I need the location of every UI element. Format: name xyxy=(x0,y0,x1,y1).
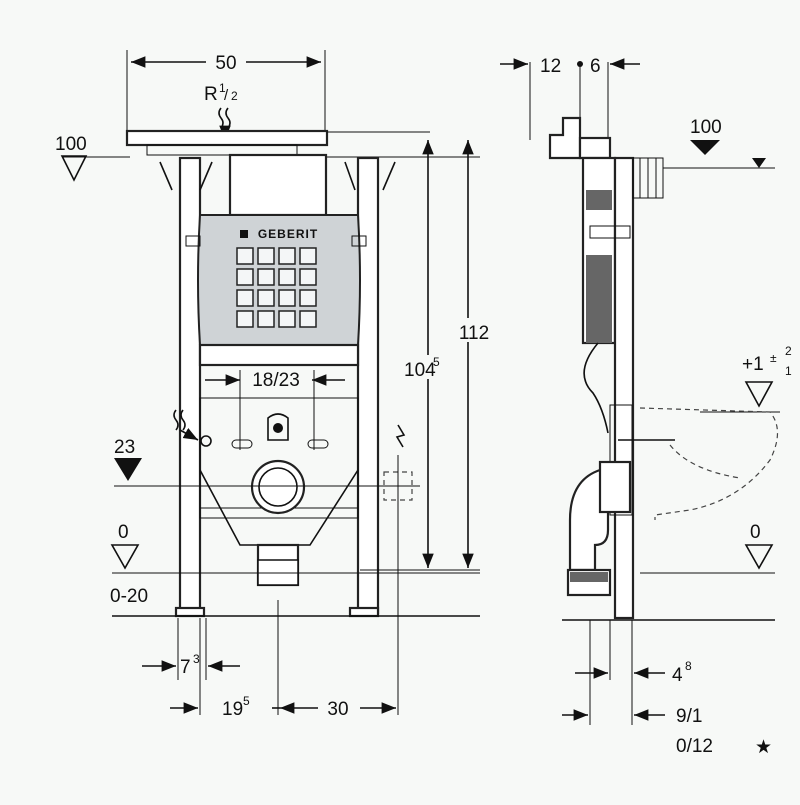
flush-grid-cell xyxy=(278,268,296,286)
total-height-label: 112 xyxy=(459,323,489,344)
depth-a-label: 12 xyxy=(540,56,561,77)
tolerance-label: +1 xyxy=(742,354,764,375)
flush-grid-cell xyxy=(299,247,317,265)
flush-grid-cell xyxy=(299,289,317,307)
flush-grid-cell xyxy=(278,247,296,265)
wall-b-label: 9/1 xyxy=(676,706,702,727)
depth-dimension: 12 6 xyxy=(500,56,640,140)
brand-logo: GEBERIT xyxy=(258,227,318,241)
bottom-dimensions: 7 3 19 5 30 xyxy=(142,600,396,720)
side-floor-label: 0 xyxy=(750,522,761,543)
connection-label: R xyxy=(204,84,218,105)
front-level-top: 100 xyxy=(55,134,480,182)
svg-text:/: / xyxy=(224,87,229,104)
top-bracket xyxy=(125,129,329,147)
flush-grid-cell xyxy=(257,268,275,286)
flush-grid-cell xyxy=(299,268,317,286)
side-level-tolerance: +1 ± 2 1 xyxy=(700,344,792,413)
side-view: 12 6 100 xyxy=(500,56,792,758)
width-label: 50 xyxy=(215,53,236,74)
frame-height-label: 104 xyxy=(404,360,436,381)
flush-grid-cell xyxy=(236,268,254,286)
flush-grid-cell xyxy=(236,289,254,307)
cistern-top xyxy=(228,153,328,217)
side-top-fitting xyxy=(548,116,612,160)
tolerance-plus: 2 xyxy=(785,344,792,358)
front-level-top-label: 100 xyxy=(55,134,87,155)
waste-pipe xyxy=(250,459,306,587)
axis-offset-label: 19 xyxy=(222,699,243,720)
flush-grid-cell xyxy=(257,310,275,328)
width-dimension: 50 xyxy=(126,48,326,135)
flush-grid-cell xyxy=(236,247,254,265)
connection-frac-num: 1 xyxy=(219,81,226,95)
front-level-supply: 23 xyxy=(114,437,420,487)
depth-b-label: 6 xyxy=(590,56,601,77)
tolerance-minus: 1 xyxy=(785,364,792,378)
flush-grid-cell xyxy=(278,289,296,307)
front-view: 50 R 1 / 2 100 xyxy=(55,48,496,720)
wc-bowl-outline xyxy=(609,404,779,520)
flush-button-grid xyxy=(236,247,317,328)
connection-frac-den: 2 xyxy=(231,89,238,103)
svg-text:±: ± xyxy=(770,351,777,365)
water-inlet-icon xyxy=(173,409,212,447)
flush-grid-cell xyxy=(236,310,254,328)
front-level-floor: 0 0-20 xyxy=(110,522,480,617)
frame-height-sup: 5 xyxy=(433,355,440,369)
lightning-icon xyxy=(395,424,406,448)
axis-offset-sup: 5 xyxy=(243,694,250,708)
wall-c-label: 0/12 xyxy=(676,736,713,757)
side-level-top: 100 xyxy=(663,117,775,169)
power-socket xyxy=(383,424,413,715)
small-offset-sup: 3 xyxy=(193,652,200,666)
water-supply-icon xyxy=(218,107,231,129)
side-waste-elbow xyxy=(566,460,632,597)
side-level-floor: 0 xyxy=(562,522,775,621)
frame-posts xyxy=(174,156,380,618)
flush-grid-cell xyxy=(299,310,317,328)
height-dimensions: 112 104 5 xyxy=(360,140,496,571)
small-offset-label: 7 xyxy=(180,657,191,678)
flush-plate: GEBERIT xyxy=(197,214,361,346)
note-star: ★ xyxy=(755,737,772,758)
supply-level-label: 23 xyxy=(114,437,135,458)
fixing-spacing-label: 18/23 xyxy=(252,370,300,391)
side-level-top-label: 100 xyxy=(690,117,722,138)
flush-grid-cell xyxy=(257,289,275,307)
fixing-spacing-dimension: 18/23 xyxy=(205,370,345,450)
front-floor-label: 0 xyxy=(118,522,129,543)
power-offset-label: 30 xyxy=(327,699,348,720)
flush-grid-cell xyxy=(278,310,296,328)
floor-range-label: 0-20 xyxy=(110,586,148,607)
mounting-clips xyxy=(159,161,396,247)
flush-grid-cell xyxy=(257,247,275,265)
side-wall-dimensions: 4 8 9/1 0/12 ★ xyxy=(562,620,772,758)
wall-a-label: 4 xyxy=(672,665,683,686)
wall-a-sup: 8 xyxy=(685,659,692,673)
